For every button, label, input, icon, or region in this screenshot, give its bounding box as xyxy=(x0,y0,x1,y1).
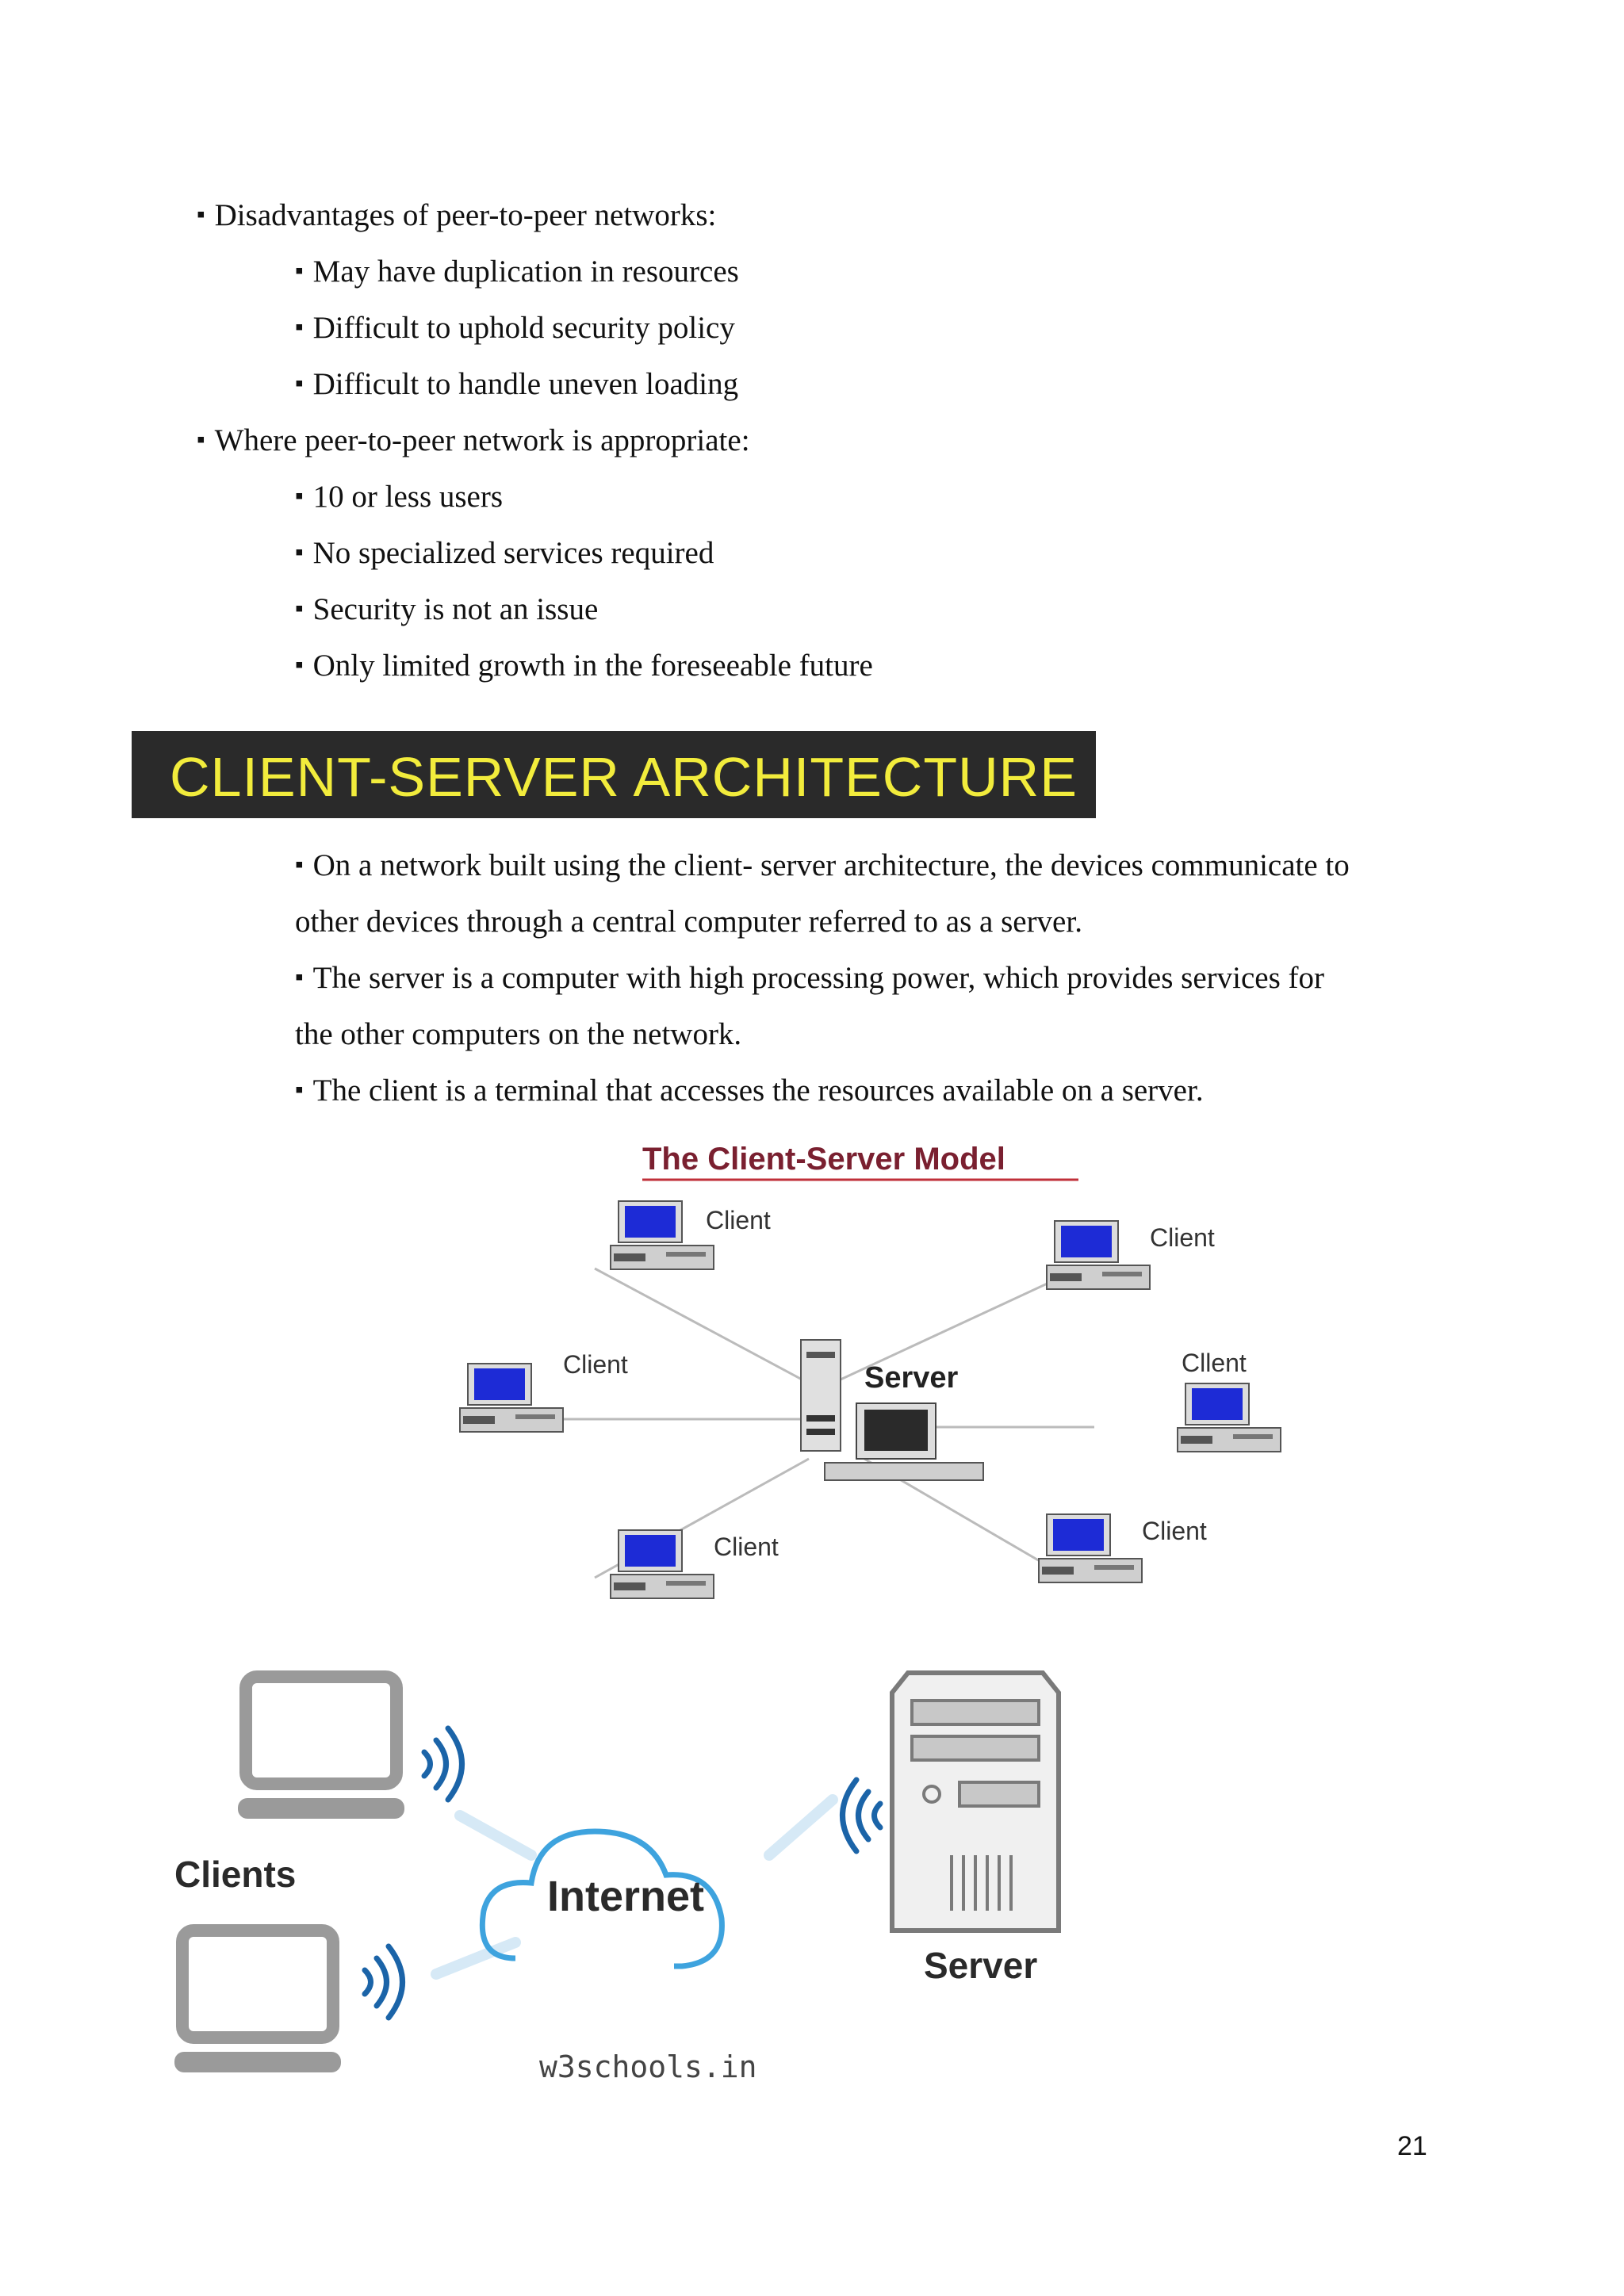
section-heading-bar xyxy=(132,731,1096,818)
paragraph-line: other devices through a central computer… xyxy=(295,905,1082,939)
section-heading: CLIENT-SERVER ARCHITECTURE xyxy=(170,746,1078,808)
internet-client-server-figure: Clients Internet Server w3schools.in xyxy=(174,1670,1061,2084)
list-item: Difficult to handle uneven loading xyxy=(295,369,738,400)
list-heading-disadvantages: Disadvantages of peer-to-peer networks: xyxy=(197,200,717,231)
connection-lines xyxy=(431,1794,838,1980)
client-computer-icon xyxy=(1046,1220,1151,1290)
wifi-signal-icon xyxy=(840,1777,883,1854)
client-server-model-figure: The Client-Server Model Client Client Cl… xyxy=(459,1142,1281,1599)
figure-title: The Client-Server Model xyxy=(642,1142,1005,1177)
laptop-icon xyxy=(174,1924,341,2072)
server-icon xyxy=(800,1339,984,1481)
server-tower-icon xyxy=(890,1670,1061,1933)
watermark: w3schools.in xyxy=(539,2049,757,2084)
page-number: 21 xyxy=(1397,2131,1427,2161)
client-computer-icon xyxy=(1038,1513,1143,1583)
wifi-signal-icon xyxy=(421,1725,465,1803)
list-heading-appropriate: Where peer-to-peer network is appropriat… xyxy=(197,425,750,456)
client-label: Cllent xyxy=(1182,1349,1247,1377)
list-item: No specialized services required xyxy=(295,538,714,568)
client-computer-icon xyxy=(459,1363,564,1433)
client-label: Client xyxy=(1150,1223,1215,1252)
list-item: Security is not an issue xyxy=(295,594,599,625)
client-computer-icon xyxy=(610,1200,714,1270)
paragraph-line: the other computers on the network. xyxy=(295,1017,742,1051)
client-computer-icon xyxy=(1177,1383,1281,1452)
cloud-icon xyxy=(479,1828,725,1969)
paragraph-line: The server is a computer with high proce… xyxy=(295,962,1324,993)
client-label: Client xyxy=(706,1206,771,1234)
server-label: Server xyxy=(864,1361,959,1395)
client-computer-icon xyxy=(610,1529,714,1599)
paragraph-line: On a network built using the client- ser… xyxy=(295,850,1350,881)
list-item: Difficult to uphold security policy xyxy=(295,312,735,343)
laptop-icon xyxy=(238,1670,404,1819)
client-label: Client xyxy=(714,1533,779,1561)
internet-label: Internet xyxy=(547,1873,704,1920)
server-label: Server xyxy=(924,1945,1037,1986)
client-label: Client xyxy=(563,1350,628,1379)
list-item: Only limited growth in the foreseeable f… xyxy=(295,650,873,681)
paragraph-line: The client is a terminal that accesses t… xyxy=(295,1075,1204,1106)
client-label: Client xyxy=(1142,1517,1207,1545)
list-item: 10 or less users xyxy=(295,481,503,512)
wifi-signal-icon xyxy=(362,1943,405,2021)
list-item: May have duplication in resources xyxy=(295,256,739,287)
clients-label: Clients xyxy=(174,1854,296,1895)
